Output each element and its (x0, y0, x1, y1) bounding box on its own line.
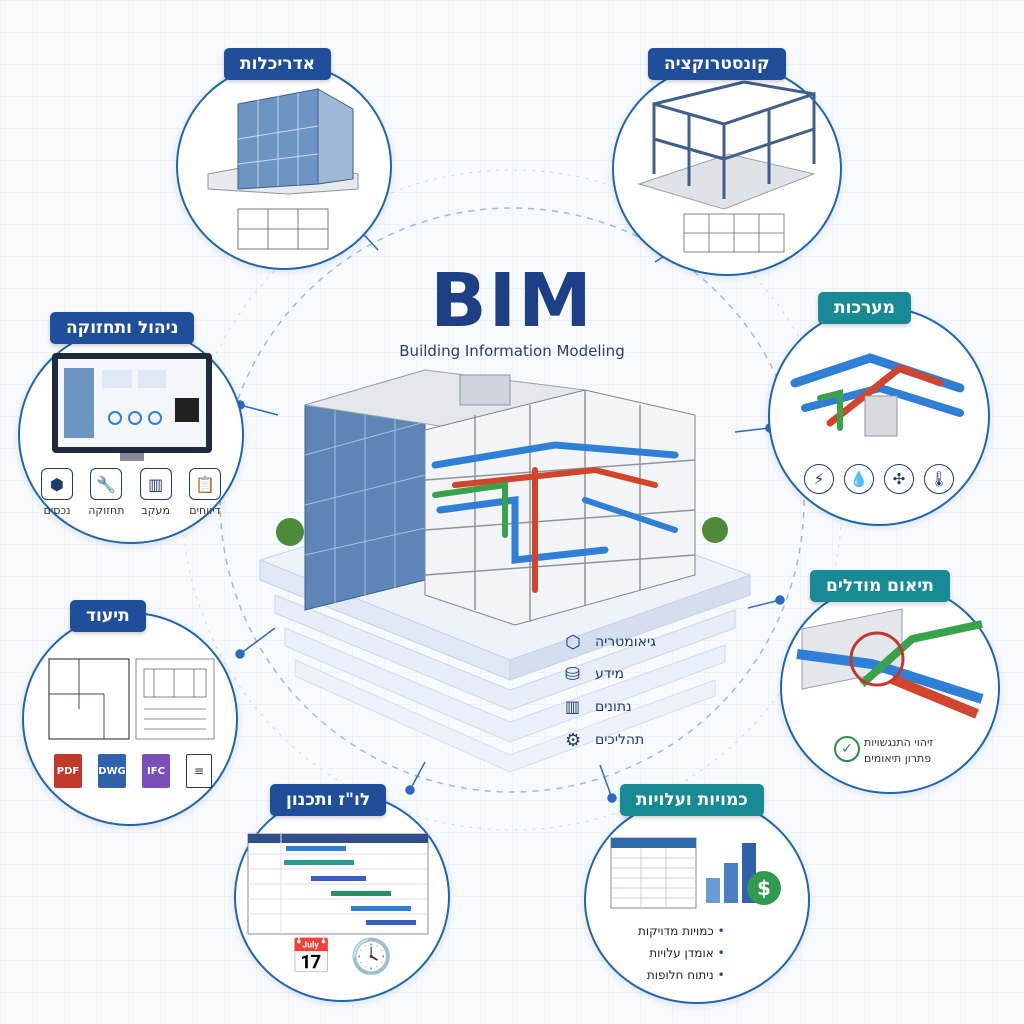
pdf-label: PDF (56, 765, 80, 777)
pill-architecture: אדריכלות (224, 48, 331, 80)
quantities-bullet-1: כמויות מדויקות (638, 920, 725, 942)
building-icon (207, 88, 359, 250)
svg-text:$: $ (757, 876, 771, 900)
pill-coordination: תיאום מודלים (810, 570, 950, 602)
node-systems: ⚡ 💧 ✣ 🌡 (768, 306, 990, 526)
wrench-icon: 🔧 (90, 468, 123, 500)
clash-detection-icon (796, 608, 984, 719)
floor-plan-icon (48, 658, 215, 740)
layer-data-label: נתונים (595, 699, 632, 715)
node-coordination: ✓ זיהוי התנגשויות פתרון תיאומים (780, 582, 1000, 794)
pdf-file-icon: PDF (54, 754, 82, 788)
pill-systems: מערכות (818, 292, 911, 324)
pill-schedule: לו"ז ותכנון (270, 784, 387, 816)
clash-check-icon: ✓ (834, 736, 860, 762)
maintenance-icon-assets: נכסים (43, 504, 71, 517)
tracking-chart-icon: ▥ (139, 468, 172, 500)
quantities-bullets: כמויות מדויקות אומדן עלויות ניתוח חלופות (638, 920, 725, 986)
node-architecture (176, 62, 392, 270)
water-drop-icon: 💧 (844, 464, 874, 494)
pill-maintenance: ניהול ותחזוקה (50, 312, 195, 344)
layer-information-label: מידע (595, 666, 625, 682)
ifc-file-icon: IFC (142, 754, 170, 788)
bar-chart-icon: ▥ (565, 697, 581, 716)
bim-title: BIM (430, 258, 594, 344)
pill-documentation: תיעוד (70, 600, 146, 632)
maintenance-icon-row: ⬢ נכסים 🔧 תחזוקה ▥ מעקב 📋 דיווחים (36, 468, 226, 517)
maintenance-icon-reports: דיווחים (189, 504, 221, 517)
layer-processes-label: תהליכים (595, 732, 645, 748)
mep-pipes-icon (790, 353, 965, 437)
node-construction (612, 62, 842, 276)
monitor-dashboard-icon (52, 353, 212, 461)
spreadsheet-chart-icon: $ (610, 837, 781, 909)
gear-icon: ⚙ (565, 730, 582, 751)
central-building-model (258, 369, 752, 773)
node-quantities: $ כמויות מדויקות אומדן עלויות ניתוח חלופ… (584, 796, 810, 1004)
quantities-bullet-2: אומדן עלויות (638, 942, 725, 964)
node-documentation: PDF DWG IFC ≡ (22, 612, 238, 826)
pill-construction: קונסטרוקציה (648, 48, 786, 80)
clipboard-icon: 📋 (188, 468, 221, 500)
document-icon: ≡ (186, 754, 212, 788)
maintenance-icon-tracking: מעקב (141, 504, 170, 517)
pill-quantities: כמויות ועלויות (620, 784, 764, 816)
dwg-label: DWG (98, 765, 126, 777)
bim-subtitle: Building Information Modeling (399, 342, 625, 360)
database-icon: ⛁ (565, 664, 581, 685)
node-schedule: 📅 🕓 (234, 792, 450, 1002)
dwg-file-icon: DWG (98, 754, 126, 788)
gantt-chart-icon (247, 833, 429, 935)
maintenance-icon-maintenance: תחזוקה (88, 504, 125, 517)
steel-frame-icon (637, 80, 816, 253)
quantities-bullet-3: ניתוח חלופות (638, 964, 725, 986)
thermometer-icon: 🌡 (924, 464, 954, 494)
coordination-item-1: זיהוי התנגשויות (864, 736, 934, 749)
layer-geometry-label: גיאומטריה (595, 634, 656, 650)
assets-icon: ⬢ (41, 468, 73, 500)
coordination-item-2: פתרון תיאומים (864, 752, 932, 765)
systems-icon-row: ⚡ 💧 ✣ 🌡 (804, 464, 954, 494)
clock-icon: 🕓 (350, 937, 393, 977)
cube-icon: ⬡ (565, 632, 581, 653)
fan-icon: ✣ (884, 464, 914, 494)
electricity-icon: ⚡ (804, 464, 834, 494)
node-maintenance: ⬢ נכסים 🔧 תחזוקה ▥ מעקב 📋 דיווחים (18, 326, 244, 544)
calendar-icon: 📅 (290, 937, 333, 977)
ifc-label: IFC (147, 765, 165, 777)
